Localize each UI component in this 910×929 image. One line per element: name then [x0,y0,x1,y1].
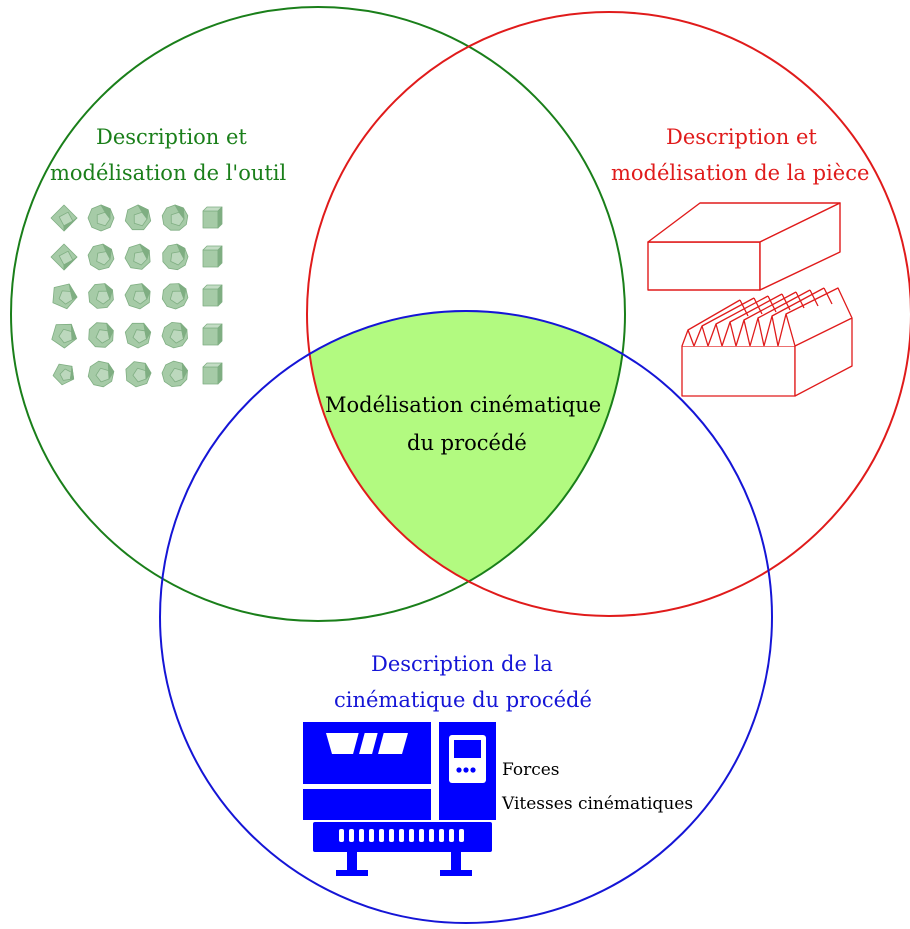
tool-shape-icon [202,362,223,385]
tool-shape-icon [161,283,189,310]
machine-foot-right [440,870,472,876]
tool-set-circle [10,6,626,622]
process-set-circle [159,310,773,924]
part-set-title-line2: modélisation de la pièce [611,161,870,185]
tool-shape-icon [88,283,114,309]
tool-shape-icon [202,284,223,307]
tool-shape-icon [87,204,115,232]
intersection-title-line1: Modélisation cinématique [325,393,602,417]
tool-shape-icon [51,323,77,349]
tool-shape-icon [202,206,223,229]
rectangular-block-icon [647,202,841,291]
tool-shape-icon [161,360,188,388]
machined-workpiece-icon [681,287,853,397]
tool-set-title-line2: modélisation de l'outil [50,161,287,185]
tool-shape-icon [50,204,78,232]
tool-shape-icon [50,243,78,271]
part-set-title-line1: Description et [666,125,817,149]
tool-shape-icon [202,323,223,346]
intersection-title-line2: du procédé [407,431,527,455]
tool-shape-icon [87,243,115,271]
tool-shape-icon [161,321,188,349]
tool-shape-icon [162,243,189,271]
machine-foot-left [336,870,368,876]
machine-tool-icon [303,722,496,876]
tool-shape-icon [124,204,152,231]
control-screen [454,740,481,758]
process-set-title-line2: cinématique du procédé [334,688,592,712]
tool-shape-icon [124,283,151,310]
machine-base-panel [303,789,431,820]
tool-shape-icon [202,245,223,268]
machine-window [326,733,408,754]
tool-shape-grid-icon [50,204,223,388]
tool-shape-icon [52,283,78,310]
tool-shape-icon [124,322,152,349]
part-set-circle [306,11,910,617]
tool-shape-icon [125,361,152,388]
tool-shape-icon [52,363,75,386]
tool-shape-icon [124,243,151,270]
tool-shape-icon [88,322,114,348]
output-forces: Forces [502,760,560,780]
tool-set-title-line1: Description et [96,125,247,149]
output-kinematic-speeds: Vitesses cinématiques [502,794,694,814]
tool-shape-icon [87,360,115,388]
process-set-title-line1: Description de la [371,652,553,676]
tool-shape-icon [161,204,189,231]
machine-vent-slots [339,829,464,842]
